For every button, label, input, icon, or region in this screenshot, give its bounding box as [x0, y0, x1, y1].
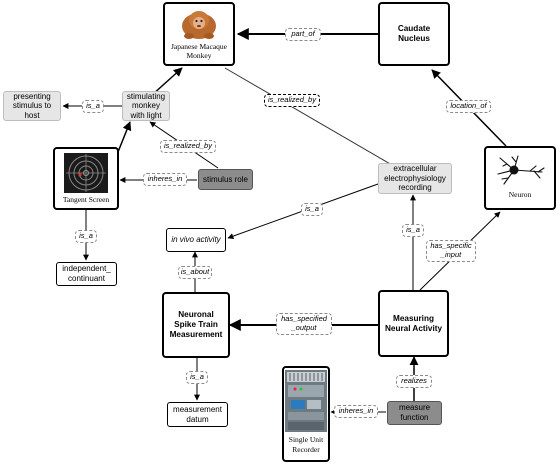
label-inheres-in-tangent: inheres_in [143, 173, 187, 186]
node-measurement-datum[interactable]: measurement datum [167, 402, 228, 427]
node-tangent-screen[interactable]: Tangent Screen [53, 147, 119, 210]
invivo-label: in vivo activity [171, 235, 221, 245]
recorder-label: Single Unit Recorder [288, 435, 324, 454]
node-measure-function[interactable]: measure function [387, 401, 442, 425]
label-is-realized-by-top: is_realized_by [264, 94, 320, 107]
node-stimulus-role[interactable]: stimulus role [198, 169, 253, 190]
node-presenting-stimulus[interactable]: presenting stimulus to host [3, 91, 61, 121]
label-is-a-presenting: is_a [82, 100, 104, 113]
measuring-label: Measuring Neural Activity [384, 313, 443, 333]
node-neuronal-spike-train[interactable]: Neuronal Spike Train Measurement [162, 292, 230, 358]
node-measuring-neural-activity[interactable]: Measuring Neural Activity [378, 290, 449, 357]
stimulating-label: stimulating monkey with light [126, 91, 166, 120]
macaque-label: Japanese Macaque Monkey [170, 42, 227, 60]
extracellular-label: extracellular electrophysiology recordin… [384, 164, 446, 193]
spike-label: Neuronal Spike Train Measurement [169, 310, 223, 339]
caudate-label: Caudate Nucleus [397, 24, 431, 43]
label-realizes: realizes [396, 375, 432, 388]
node-single-unit-recorder[interactable]: Single Unit Recorder [282, 366, 330, 462]
stimulus-role-label: stimulus role [203, 174, 248, 184]
label-has-specific-input: has_specific _input [426, 240, 476, 262]
node-in-vivo-activity[interactable]: in vivo activity [166, 228, 226, 252]
node-stimulating-monkey[interactable]: stimulating monkey with light [122, 91, 170, 121]
tangent-label: Tangent Screen [62, 195, 110, 204]
recorder-device-image [285, 370, 327, 432]
datum-label: measurement datum [173, 404, 222, 424]
label-is-realized-by-mid: is_realized_by [160, 140, 216, 153]
label-is-a-tangent: is_a [75, 230, 97, 243]
edge-stimulating-to-macaque [151, 67, 183, 96]
neuron-icon [497, 155, 545, 185]
node-japanese-macaque-monkey[interactable]: Japanese Macaque Monkey [163, 2, 235, 66]
presenting-label: presenting stimulus to host [12, 91, 52, 120]
edge-tangent-to-stimulating [117, 121, 132, 153]
label-inheres-in-recorder: inheres_in [334, 405, 378, 418]
node-extracellular-recording[interactable]: extracellular electrophysiology recordin… [378, 163, 452, 194]
neuron-label: Neuron [508, 190, 532, 199]
label-is-about: is_about [178, 266, 212, 279]
label-is-a-invivo: is_a [301, 203, 323, 216]
label-is-a-datum: is_a [186, 371, 208, 384]
measure-function-label: measure function [398, 403, 431, 422]
label-has-specified-output: has_specified _output [276, 313, 332, 335]
edge-is-realized-by-top [224, 67, 393, 166]
label-part-of: part_of [285, 28, 321, 41]
independent-label: independent_ continuant [62, 264, 111, 283]
target-screen-icon [64, 153, 108, 193]
node-caudate-nucleus[interactable]: Caudate Nucleus [378, 2, 450, 66]
monkey-image [182, 11, 216, 39]
label-location-of: location_of [446, 100, 491, 113]
node-independent-continuant[interactable]: independent_ continuant [56, 262, 117, 286]
node-neuron[interactable]: Neuron [484, 146, 556, 210]
label-is-a-extracellular: is_a [402, 224, 424, 237]
